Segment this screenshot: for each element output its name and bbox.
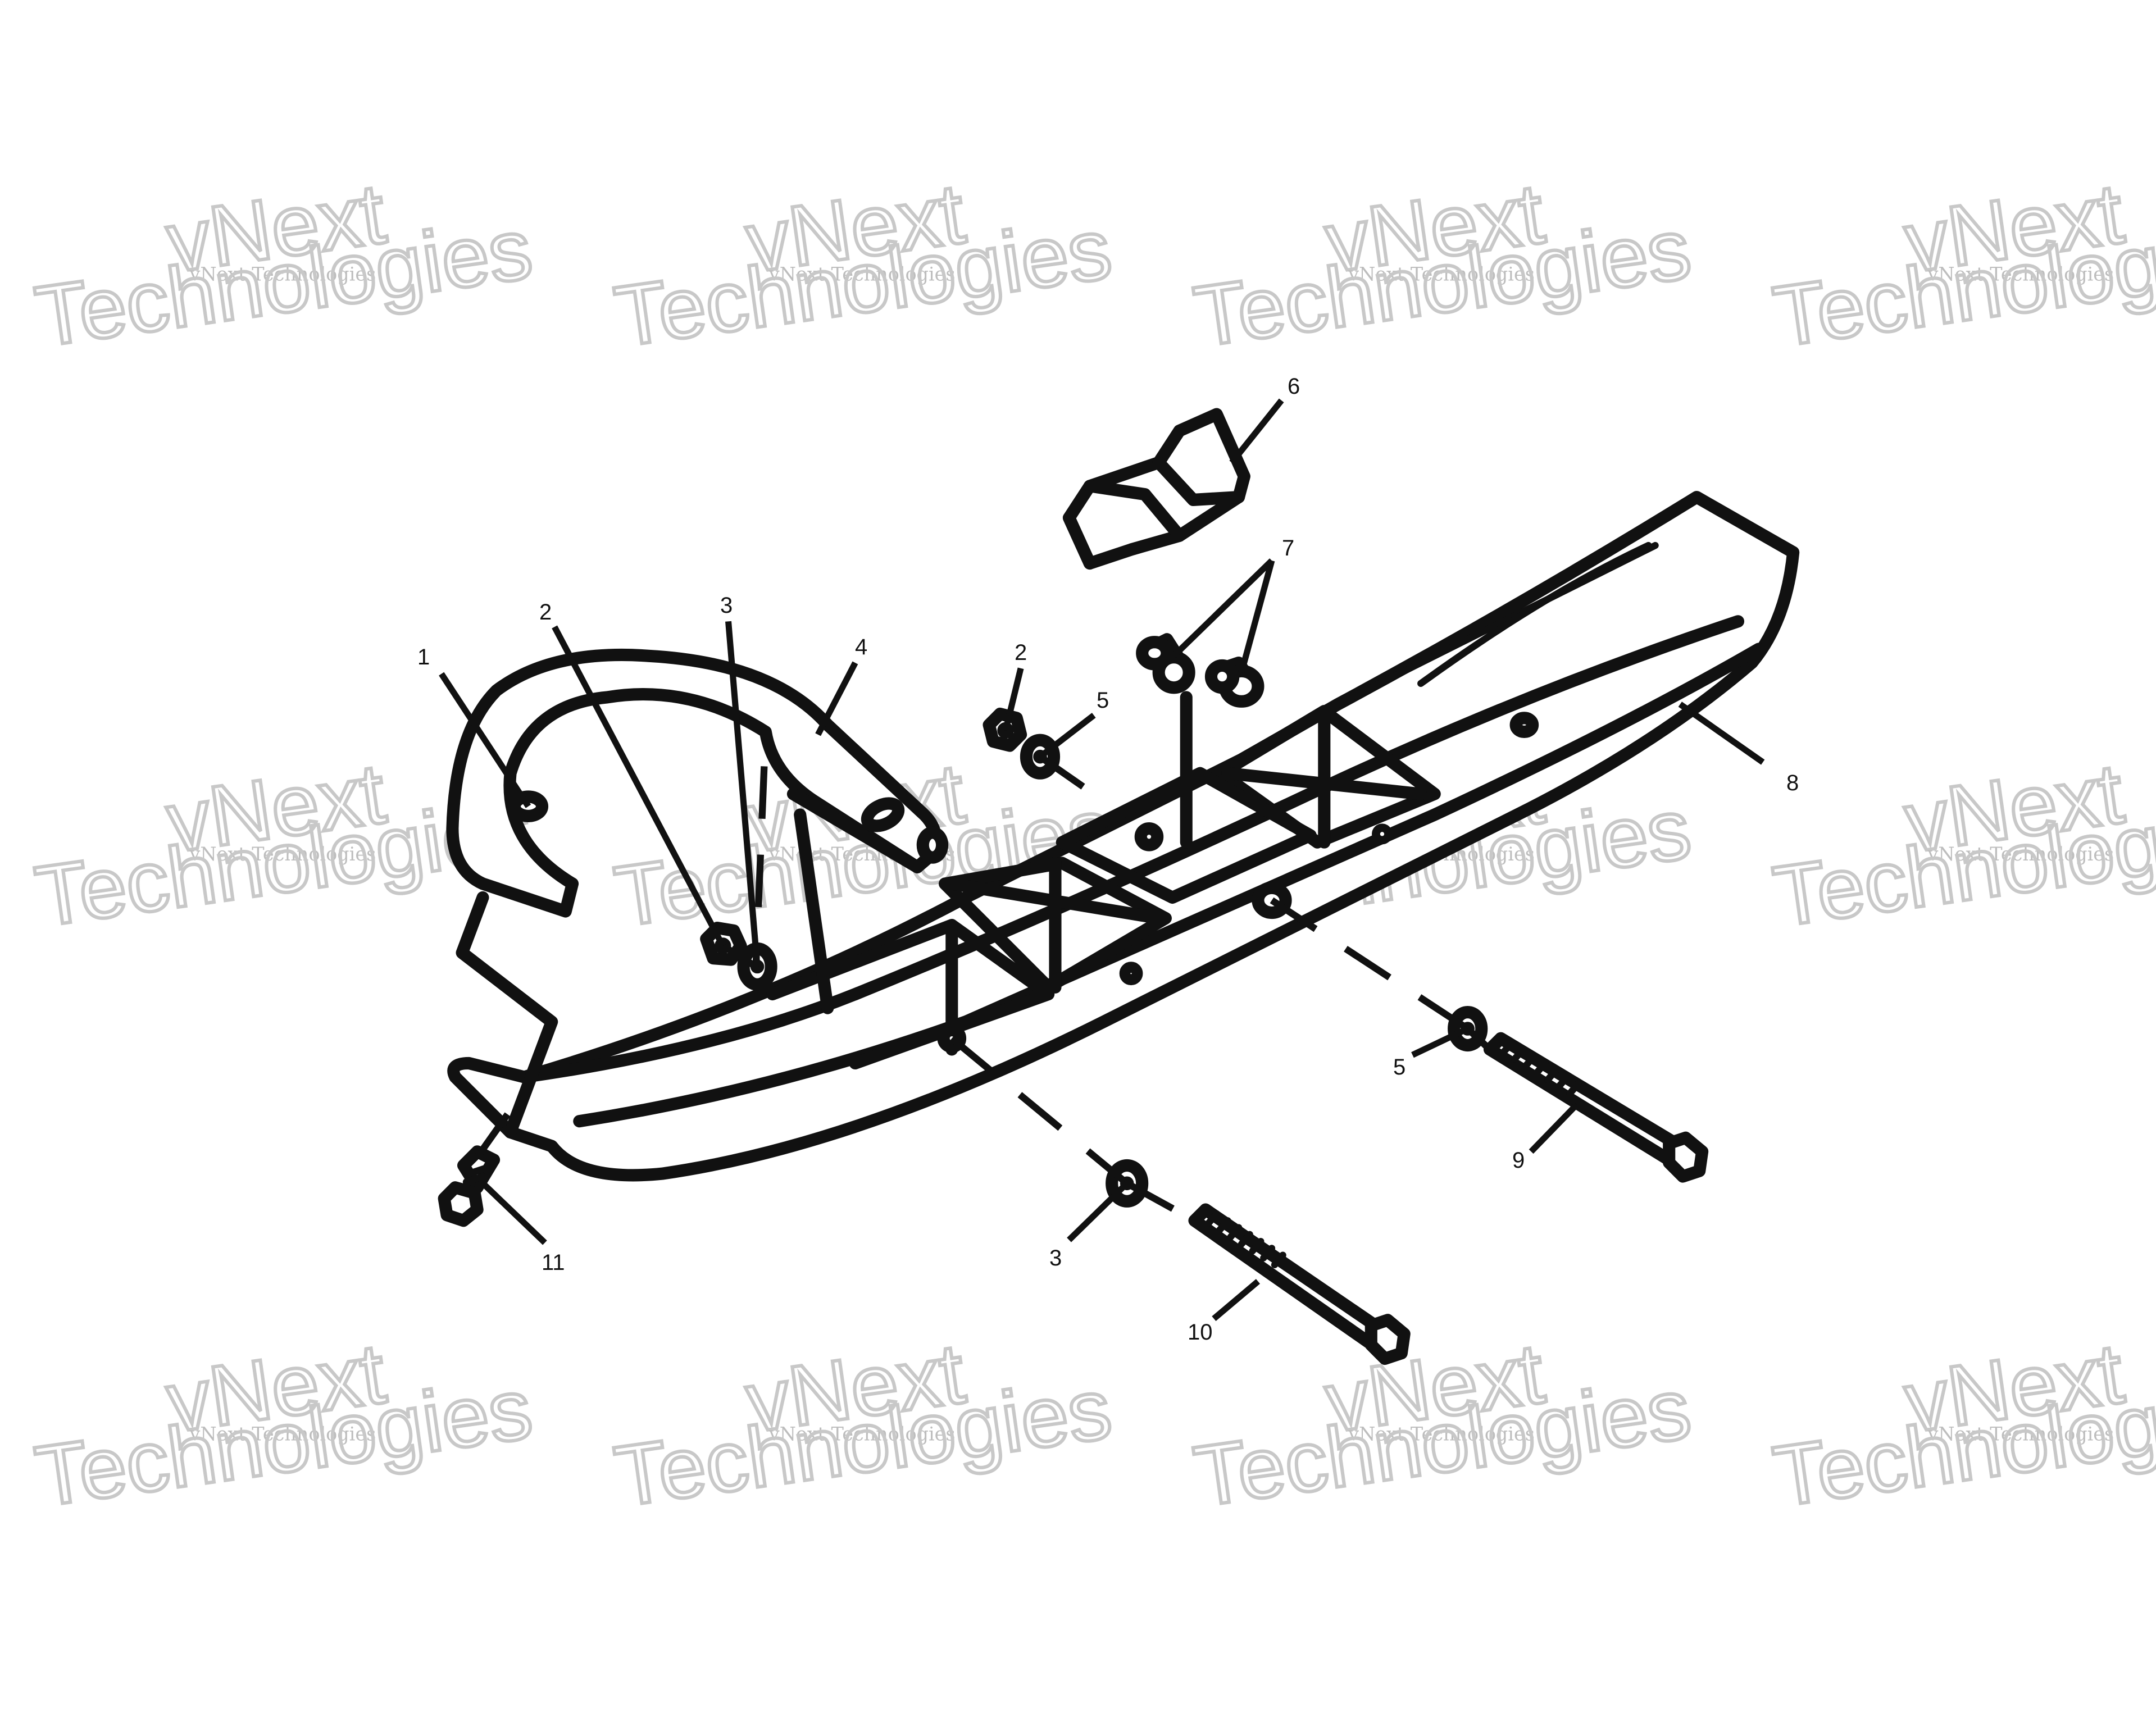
callout-5-bottom: 5	[1393, 1055, 1406, 1080]
callout-8: 8	[1786, 771, 1799, 795]
leader-lines	[439, 398, 1765, 1321]
watermark-caption: vNext Technologies	[1927, 843, 2114, 865]
part-8-ski	[447, 490, 1800, 1182]
part-6-saddle-block	[1062, 408, 1250, 570]
watermark-caption: vNext Technologies	[1348, 1423, 1535, 1445]
watermark-caption: vNext Technologies	[189, 263, 376, 285]
watermark-caption: vNext Technologies	[1927, 263, 2114, 285]
part-10-bolt	[1188, 1203, 1411, 1365]
callout-10: 10	[1188, 1320, 1213, 1345]
watermark-caption: vNext Technologies	[768, 263, 956, 285]
watermark: vNext vNext Technologies Technologies	[607, 164, 1118, 367]
watermark-caption: vNext Technologies	[189, 1423, 376, 1445]
callout-5-top: 5	[1097, 688, 1109, 713]
assembly-dashed-lines	[456, 691, 1493, 1224]
part-7-bushing-left	[1136, 633, 1195, 694]
callout-2-left: 2	[539, 600, 552, 625]
callout-11: 11	[542, 1250, 565, 1275]
callout-2-right: 2	[1015, 640, 1027, 665]
watermark-caption: vNext Technologies	[1927, 1423, 2114, 1445]
part-9-bolt	[1483, 1032, 1709, 1183]
callout-3-bottom: 3	[1049, 1246, 1062, 1270]
part-11-bolt	[438, 1145, 501, 1227]
part-4-bracket-loop	[446, 648, 949, 918]
callout-4: 4	[855, 635, 868, 659]
callout-3-top: 3	[720, 593, 733, 618]
callout-6: 6	[1288, 374, 1300, 399]
watermark-caption: vNext Technologies	[189, 843, 376, 865]
part-7-bushing-right	[1204, 656, 1265, 708]
callout-9: 9	[1512, 1148, 1525, 1173]
callout-1: 1	[417, 645, 430, 670]
watermark-caption: vNext Technologies	[768, 1423, 956, 1445]
callout-7: 7	[1282, 536, 1295, 561]
watermark-caption: vNext Technologies	[1348, 263, 1535, 285]
